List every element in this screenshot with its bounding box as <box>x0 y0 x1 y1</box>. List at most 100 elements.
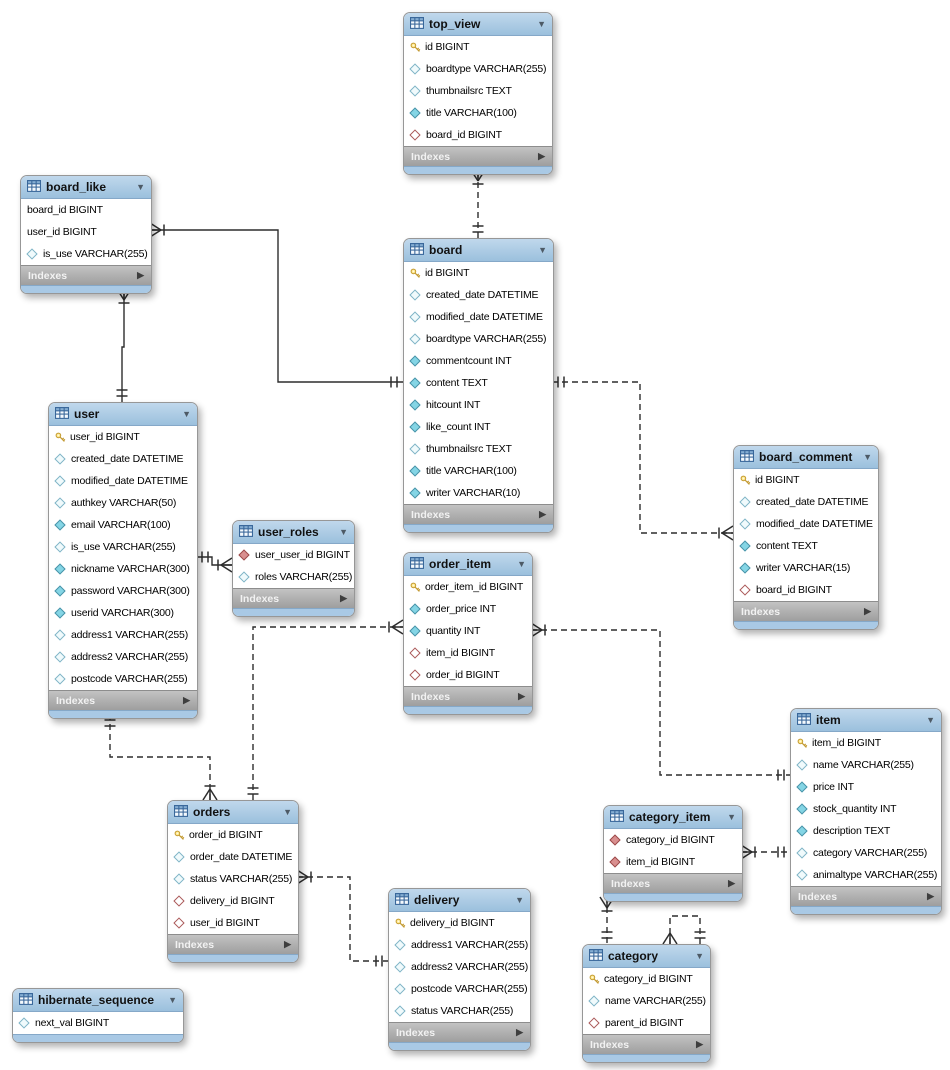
collapse-arrow-icon[interactable]: ▼ <box>515 895 524 905</box>
expand-arrow-icon[interactable]: ▶ <box>728 878 735 888</box>
expand-arrow-icon[interactable]: ▶ <box>340 593 347 603</box>
column-row[interactable]: order_date DATETIME <box>168 846 298 868</box>
table-header[interactable]: delivery▼ <box>389 889 530 912</box>
relationship-line[interactable] <box>121 289 125 402</box>
relationship-board-top_view[interactable] <box>470 169 486 238</box>
indexes-row[interactable]: Indexes▶ <box>389 1022 530 1042</box>
table-header[interactable]: board▼ <box>404 239 553 262</box>
expand-arrow-icon[interactable]: ▶ <box>183 695 190 705</box>
column-row[interactable]: name VARCHAR(255) <box>791 754 941 776</box>
relationship-user-user_roles[interactable] <box>196 551 233 573</box>
column-row[interactable]: delivery_id BIGINT <box>168 890 298 912</box>
relationship-line[interactable] <box>109 714 211 800</box>
column-row[interactable]: quantity INT <box>404 620 532 642</box>
expand-arrow-icon[interactable]: ▶ <box>284 939 291 949</box>
column-row[interactable]: created_date DATETIME <box>404 284 553 306</box>
table-header[interactable]: hibernate_sequence▼ <box>13 989 183 1012</box>
column-row[interactable]: category_id BIGINT <box>583 968 710 990</box>
column-row[interactable]: writer VARCHAR(10) <box>404 482 553 504</box>
column-row[interactable]: parent_id BIGINT <box>583 1012 710 1034</box>
expand-arrow-icon[interactable]: ▶ <box>538 151 545 161</box>
collapse-arrow-icon[interactable]: ▼ <box>339 527 348 537</box>
column-row[interactable]: thumbnailsrc TEXT <box>404 80 552 102</box>
column-row[interactable]: title VARCHAR(100) <box>404 460 553 482</box>
indexes-row[interactable]: Indexes▶ <box>233 588 354 608</box>
column-row[interactable]: board_id BIGINT <box>734 579 878 601</box>
collapse-arrow-icon[interactable]: ▼ <box>168 995 177 1005</box>
relationship-category-category[interactable] <box>662 915 706 945</box>
column-row[interactable]: item_id BIGINT <box>791 732 941 754</box>
column-row[interactable]: user_id BIGINT <box>168 912 298 934</box>
column-row[interactable]: content TEXT <box>734 535 878 557</box>
column-row[interactable]: address2 VARCHAR(255) <box>49 646 197 668</box>
column-row[interactable]: category VARCHAR(255) <box>791 842 941 864</box>
column-row[interactable]: created_date DATETIME <box>49 448 197 470</box>
column-row[interactable]: price INT <box>791 776 941 798</box>
table-header[interactable]: order_item▼ <box>404 553 532 576</box>
indexes-row[interactable]: Indexes▶ <box>404 686 532 706</box>
relationship-orders-delivery[interactable] <box>296 869 388 967</box>
collapse-arrow-icon[interactable]: ▼ <box>537 19 546 29</box>
relationship-board_like-user[interactable] <box>116 288 132 402</box>
column-row[interactable]: roles VARCHAR(255) <box>233 566 354 588</box>
column-row[interactable]: user_user_id BIGINT <box>233 544 354 566</box>
column-row[interactable]: hitcount INT <box>404 394 553 416</box>
collapse-arrow-icon[interactable]: ▼ <box>727 812 736 822</box>
collapse-arrow-icon[interactable]: ▼ <box>136 182 145 192</box>
column-row[interactable]: is_use VARCHAR(255) <box>21 243 151 265</box>
column-row[interactable]: order_price INT <box>404 598 532 620</box>
table-header[interactable]: item▼ <box>791 709 941 732</box>
column-row[interactable]: name VARCHAR(255) <box>583 990 710 1012</box>
column-row[interactable]: item_id BIGINT <box>404 642 532 664</box>
column-row[interactable]: writer VARCHAR(15) <box>734 557 878 579</box>
table-header[interactable]: user_roles▼ <box>233 521 354 544</box>
expand-arrow-icon[interactable]: ▶ <box>539 509 546 519</box>
column-row[interactable]: order_id BIGINT <box>168 824 298 846</box>
column-row[interactable]: boardtype VARCHAR(255) <box>404 58 552 80</box>
column-row[interactable]: category_id BIGINT <box>604 829 742 851</box>
column-row[interactable]: user_id BIGINT <box>21 221 151 243</box>
table-hibernate_sequence[interactable]: hibernate_sequence▼next_val BIGINT <box>12 988 184 1043</box>
column-row[interactable]: order_id BIGINT <box>404 664 532 686</box>
relationship-board_like-board[interactable] <box>149 222 403 388</box>
relationship-line[interactable] <box>669 915 701 944</box>
column-row[interactable]: is_use VARCHAR(255) <box>49 536 197 558</box>
table-header[interactable]: board_comment▼ <box>734 446 878 469</box>
relationship-user-orders[interactable] <box>104 714 218 801</box>
column-row[interactable]: id BIGINT <box>734 469 878 491</box>
expand-arrow-icon[interactable]: ▶ <box>696 1039 703 1049</box>
column-row[interactable]: postcode VARCHAR(255) <box>49 668 197 690</box>
relationship-line[interactable] <box>150 229 403 383</box>
expand-arrow-icon[interactable]: ▶ <box>516 1027 523 1037</box>
indexes-row[interactable]: Indexes▶ <box>604 873 742 893</box>
indexes-row[interactable]: Indexes▶ <box>168 934 298 954</box>
relationship-line[interactable] <box>297 876 388 962</box>
column-row[interactable]: status VARCHAR(255) <box>168 868 298 890</box>
indexes-row[interactable]: Indexes▶ <box>21 265 151 285</box>
column-row[interactable]: modified_date DATETIME <box>49 470 197 492</box>
relationship-category_item-item[interactable] <box>740 844 790 860</box>
indexes-row[interactable]: Indexes▶ <box>734 601 878 621</box>
column-row[interactable]: modified_date DATETIME <box>734 513 878 535</box>
relationship-line[interactable] <box>252 626 403 800</box>
column-row[interactable]: stock_quantity INT <box>791 798 941 820</box>
relationship-line[interactable] <box>552 381 733 534</box>
column-row[interactable]: created_date DATETIME <box>734 491 878 513</box>
collapse-arrow-icon[interactable]: ▼ <box>517 559 526 569</box>
column-row[interactable]: email VARCHAR(100) <box>49 514 197 536</box>
column-row[interactable]: item_id BIGINT <box>604 851 742 873</box>
collapse-arrow-icon[interactable]: ▼ <box>863 452 872 462</box>
collapse-arrow-icon[interactable]: ▼ <box>182 409 191 419</box>
column-row[interactable]: postcode VARCHAR(255) <box>389 978 530 1000</box>
column-row[interactable]: address1 VARCHAR(255) <box>389 934 530 956</box>
column-row[interactable]: status VARCHAR(255) <box>389 1000 530 1022</box>
